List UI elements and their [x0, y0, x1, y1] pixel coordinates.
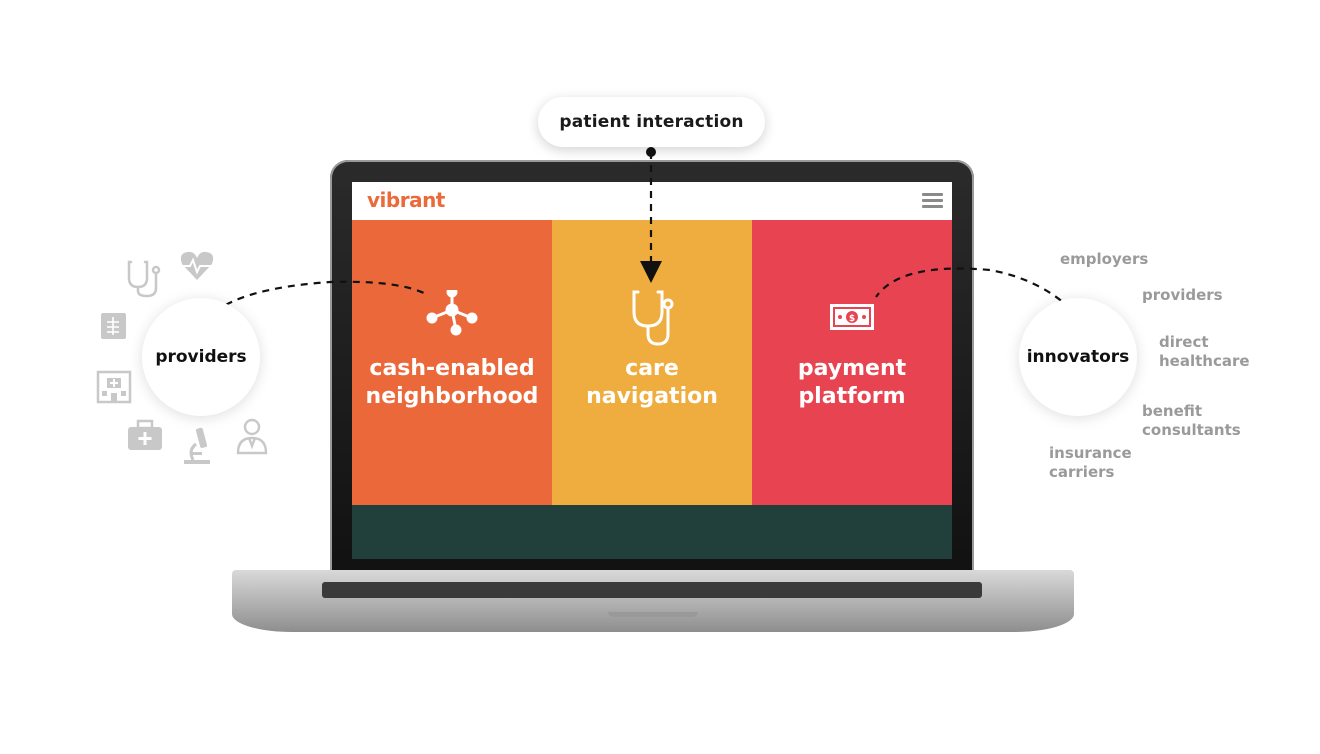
patient-interaction-label[interactable]: patient interaction: [538, 97, 765, 147]
heart-rate-icon: [177, 251, 216, 280]
menu-icon[interactable]: [922, 193, 943, 209]
network-nodes-icon: [426, 290, 478, 336]
laptop-base: [232, 570, 1074, 632]
panel-label: payment platform: [797, 356, 907, 409]
label-providers[interactable]: providers: [1142, 286, 1223, 304]
stethoscope-icon: [127, 260, 161, 298]
panel-label: cash-enabled neighborhood: [365, 356, 539, 409]
providers-circle[interactable]: providers: [142, 298, 260, 416]
xray-icon: [101, 313, 126, 339]
panel-care-navigation[interactable]: care navigation: [552, 220, 752, 505]
panel-cash-enabled-neighborhood[interactable]: cash-enabled neighborhood: [352, 220, 552, 505]
dollar-bill-icon: $: [830, 304, 874, 330]
connector-dot: [646, 147, 656, 157]
site-header: vibrant: [352, 182, 952, 221]
svg-text:$: $: [849, 314, 855, 324]
laptop-keyboard: [322, 582, 982, 598]
brand-logo[interactable]: vibrant: [367, 188, 445, 212]
panel-payment-platform[interactable]: $ payment platform: [752, 220, 952, 505]
medical-kit-icon: [128, 419, 162, 450]
label-direct-healthcare[interactable]: direct healthcare: [1159, 333, 1250, 370]
laptop-screen: vibrant cash-enabled neighborhood: [352, 182, 952, 559]
microscope-icon: [184, 427, 210, 464]
label-benefit-consultants[interactable]: benefit consultants: [1142, 402, 1241, 439]
doctor-icon: [236, 418, 268, 455]
laptop-notch: [608, 612, 698, 617]
stethoscope-icon: [632, 290, 674, 346]
innovators-circle[interactable]: innovators: [1019, 298, 1137, 416]
label-insurance-carriers[interactable]: insurance carriers: [1049, 444, 1132, 481]
hospital-icon: [96, 370, 132, 404]
label-employers[interactable]: employers: [1060, 250, 1149, 268]
panel-label: care navigation: [586, 356, 718, 409]
